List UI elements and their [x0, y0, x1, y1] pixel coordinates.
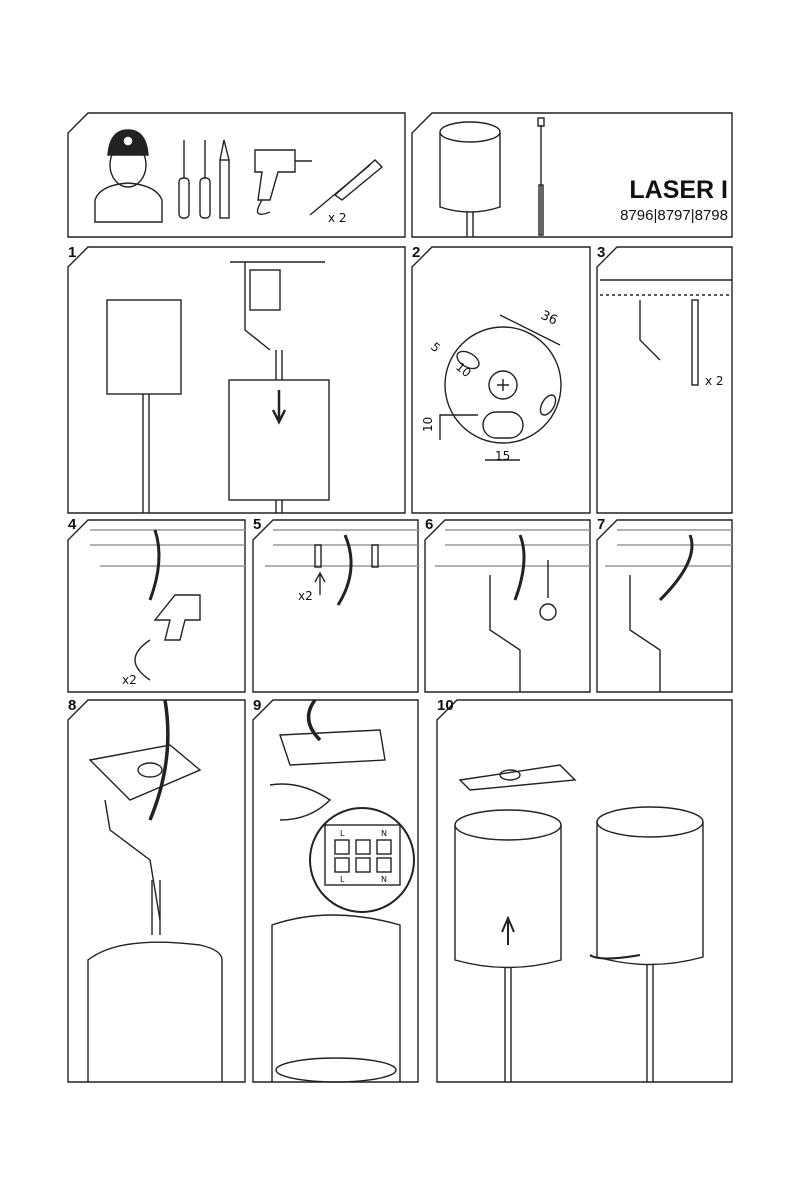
panel-step-4: [67, 519, 246, 693]
dimension-36: 36: [538, 308, 559, 329]
product-name: LASER I: [629, 176, 728, 204]
panel-step-1: [67, 246, 406, 514]
terminal-label-l-top: L: [340, 829, 345, 838]
step-number-8: 8: [68, 697, 77, 714]
panel-step-7: [596, 519, 733, 693]
step-number-4: 4: [68, 516, 77, 533]
step-number-7: 7: [597, 516, 606, 533]
panel-tools: [67, 112, 406, 238]
terminal-detail-circle: [309, 807, 415, 913]
electrician-icon: [94, 129, 163, 223]
panel-step-8: [67, 699, 246, 1083]
panel-step-2: [411, 246, 591, 514]
screwdriver-icons: [178, 139, 230, 219]
panel-step-6: [424, 519, 591, 693]
product-codes: 8796|8797|8798: [620, 207, 728, 224]
step-number-3: 3: [597, 244, 606, 261]
step-number-2: 2: [412, 244, 421, 261]
step-number-9: 9: [253, 697, 262, 714]
step-number-6: 6: [425, 516, 434, 533]
arrow-down-icon: [271, 390, 287, 425]
dowel-quantity: x 2: [328, 211, 347, 225]
drill-icon: [254, 149, 312, 215]
panel-step-9: [252, 699, 419, 1083]
dimension-10-slot: 10: [453, 360, 474, 381]
product-lamp-icon: [439, 117, 545, 237]
dimension-10-height: 10: [421, 417, 435, 432]
terminal-label-n-top: N: [381, 829, 387, 838]
step-5-quantity: x2: [298, 589, 313, 603]
panel-step-10: [436, 699, 733, 1083]
step-4-quantity: x2: [122, 673, 137, 687]
panel-product: [411, 112, 733, 238]
terminal-label-n-bottom: N: [381, 875, 387, 884]
step-3-quantity: x 2: [705, 374, 724, 388]
dimension-15: 15: [495, 449, 510, 463]
step-number-10: 10: [437, 697, 454, 714]
step-number-5: 5: [253, 516, 262, 533]
terminal-label-l-bottom: L: [340, 875, 345, 884]
step-number-1: 1: [68, 244, 77, 261]
panel-step-3: [596, 246, 733, 514]
dimension-5: 5: [428, 340, 443, 356]
panel-step-5: [252, 519, 419, 693]
dowel-screw-icon: [309, 159, 384, 216]
